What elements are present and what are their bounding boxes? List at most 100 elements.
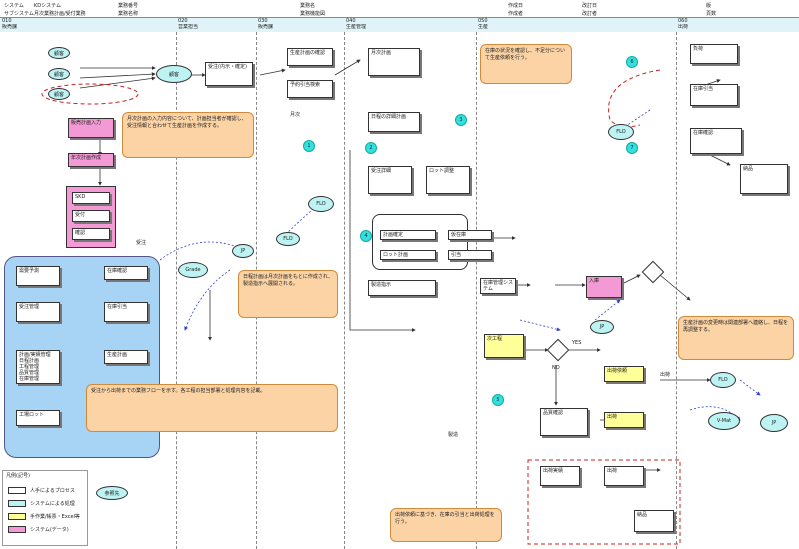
decision-yes-label: YES	[572, 340, 582, 346]
customer-label: 顧客	[53, 50, 64, 57]
buyer-ellipse[interactable]: 顧客	[156, 65, 192, 83]
header-pages-label: 頁数	[706, 11, 717, 17]
production-plan-check-box[interactable]: 生産計画の確認	[287, 48, 333, 66]
reserve-stock-box[interactable]: 引当	[448, 250, 492, 260]
buyer-label: 顧客	[168, 71, 179, 78]
left-panel-box-c[interactable]: 計画/実績管理 日程計画 工程管理 品質管理 在庫管理	[16, 350, 60, 384]
flo-ellipse-3[interactable]: FLO	[608, 124, 634, 140]
inventory-system-box[interactable]: 在庫管理システム	[480, 278, 516, 294]
fuka-box-4[interactable]: 納品	[740, 164, 788, 194]
left-panel-box-a[interactable]: 需要予測	[16, 266, 60, 286]
mid-box-c[interactable]: 生産計画	[104, 350, 148, 364]
header-bizno-label: 業務番号	[118, 3, 139, 9]
monthly-plan-box[interactable]: 月次計画	[368, 48, 420, 76]
ref-circle-2[interactable]: 2	[365, 142, 377, 154]
customer-ellipse-2[interactable]: 顧客	[48, 68, 70, 80]
annual-plan-label: 年次計画作成	[71, 155, 102, 161]
header: システム KDシステム 業務番号 業務名 作成日 改訂日 版 サブシステム 月次…	[0, 0, 799, 18]
focus-ellipse-left	[41, 83, 139, 105]
jp-ellipse-2[interactable]: JP	[590, 320, 614, 334]
flo-ellipse-2[interactable]: FLO	[276, 232, 300, 246]
grade-ellipse[interactable]: Grade	[178, 262, 208, 278]
final-box-a[interactable]: 出荷実績	[540, 466, 580, 486]
vmat-ellipse[interactable]: V-Mat	[708, 412, 740, 430]
legend-swatch-1	[8, 487, 26, 494]
stack-box-2[interactable]: 受付	[72, 210, 110, 222]
box-label: 出荷	[607, 414, 618, 420]
mfg-register-box[interactable]: 製造指示	[368, 280, 436, 296]
mid-label: 生産計画	[107, 352, 128, 358]
stack-label: 確認	[75, 230, 86, 236]
left-panel-list: 計画/実績管理 日程計画 工程管理 品質管理 在庫管理	[19, 352, 51, 382]
box-label: 在庫引当	[693, 86, 714, 92]
left-panel-box-d[interactable]: 工場ロット	[16, 410, 60, 426]
nyuko-box[interactable]: 入庫	[586, 276, 622, 298]
lane2-label: 月次	[290, 112, 301, 118]
stack-label: 受付	[75, 212, 86, 218]
jp-ellipse-1[interactable]: JP	[232, 244, 254, 258]
schedule-detail-box[interactable]: 日程の詳細計画	[368, 112, 420, 132]
left-panel-label: 受注管理	[19, 304, 40, 310]
stock-kari-box[interactable]: 仮在庫	[448, 230, 492, 240]
stack-label: SKD	[75, 194, 86, 200]
legend-label-1: 人手によるプロセス	[30, 488, 75, 494]
receive-order-box[interactable]: 受注(内示・確定)	[205, 62, 253, 86]
shipping-request-box[interactable]: 出荷依頼	[604, 366, 644, 382]
box-label: 予約引当検索	[290, 82, 321, 88]
final-box-b[interactable]: 出荷	[604, 466, 644, 486]
box-label: 納品	[637, 512, 648, 518]
stack-box-3[interactable]: 確認	[72, 228, 110, 240]
ellipse-label: FLO	[283, 236, 293, 242]
left-panel-label: 工場ロット	[19, 412, 45, 418]
mid-box-b[interactable]: 在庫引当	[104, 302, 148, 322]
customer-ellipse-1[interactable]: 顧客	[48, 47, 70, 59]
ref-circle-5[interactable]: 5	[492, 394, 504, 406]
lane-name: 営業担当	[178, 24, 199, 30]
plan-form-box[interactable]: 販売計画入力	[68, 118, 114, 138]
box-label: 品質確認	[543, 410, 564, 416]
box-label: 負荷	[693, 46, 704, 52]
lot-adjust-box[interactable]: ロット調整	[426, 166, 470, 194]
customer-label: 顧客	[53, 91, 64, 98]
ref-circle-7[interactable]: 7	[626, 142, 638, 154]
final-box-c[interactable]: 納品	[634, 510, 674, 532]
lane-no: 060	[678, 18, 688, 24]
order-detail-box[interactable]: 受注詳細	[368, 166, 412, 194]
flow-label-ship: 出荷	[660, 372, 671, 378]
lot-plan-box[interactable]: ロット計画	[380, 250, 436, 260]
stack-box-1[interactable]: SKD	[72, 192, 110, 204]
note-6: 出荷依頼に基づき、在庫の引当と出荷処理を行う。	[390, 508, 502, 542]
box-label: 生産計画の確認	[290, 50, 326, 56]
box-label: ロット計画	[383, 252, 409, 258]
header-bizname-label: 業務名	[300, 3, 316, 9]
left-panel-box-b[interactable]: 受注管理	[16, 302, 60, 322]
header-revised-label: 改訂日	[582, 3, 598, 9]
header-reviser-label: 改訂者	[582, 11, 598, 17]
flo-ellipse-right[interactable]: FLO	[710, 372, 736, 388]
ref-circle-4[interactable]: 4	[360, 230, 372, 242]
box-label: 計画確定	[383, 232, 404, 238]
flow-label-mfg: 製造	[448, 432, 459, 438]
header-subsystem-label: サブシステム	[4, 11, 34, 17]
q-check-box[interactable]: 品質確認	[540, 408, 588, 436]
shipment-box[interactable]: 出荷	[604, 412, 644, 428]
mid-box-a[interactable]: 在庫確認	[104, 266, 148, 280]
box-label: 出荷依頼	[607, 368, 628, 374]
customer-ellipse-3[interactable]: 顧客	[48, 88, 70, 100]
lane-divider	[676, 32, 677, 549]
header-author-label: 作成者	[508, 11, 524, 17]
mid-label: 在庫引当	[107, 304, 128, 310]
ref-circle-6[interactable]: 6	[626, 56, 638, 68]
fuka-box-3[interactable]: 在庫確認	[690, 128, 742, 154]
annual-plan-box[interactable]: 年次計画作成	[68, 153, 114, 167]
jp-ellipse-right[interactable]: JP	[760, 414, 788, 432]
box-label: 在庫確認	[693, 130, 714, 136]
flo-ellipse-1[interactable]: FLO	[308, 196, 334, 212]
fuka-box-1[interactable]: 負荷	[690, 44, 738, 64]
ref-circle-1[interactable]: 1	[303, 140, 315, 152]
next-step-box[interactable]: 次工程	[484, 334, 524, 358]
ref-circle-3[interactable]: 3	[455, 114, 467, 126]
reserve-check-box[interactable]: 予約引当検索	[287, 80, 333, 98]
plan-confirm-box[interactable]: 計画確定	[380, 230, 436, 240]
fuka-box-2[interactable]: 在庫引当	[690, 84, 738, 106]
